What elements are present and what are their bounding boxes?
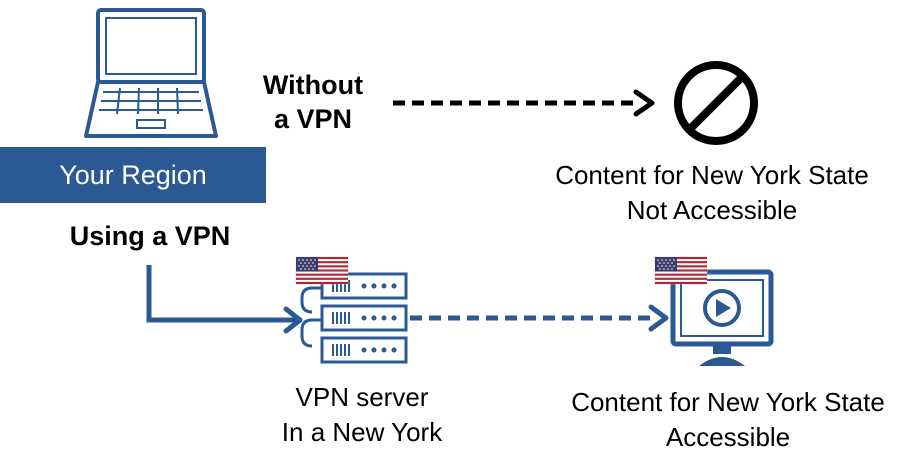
- vpn-server-line2: In a New York: [281, 417, 443, 447]
- without-vpn-line1: Without: [262, 70, 364, 100]
- without-vpn-arrow: [393, 89, 655, 117]
- accessible-caption: Content for New York State Accessible: [533, 385, 922, 455]
- accessible-line2: Accessible: [665, 422, 791, 452]
- prohibited-icon: [674, 61, 758, 145]
- vpn-server-caption: VPN server In a New York: [252, 380, 472, 450]
- your-region-label: Your Region: [59, 159, 207, 190]
- not-accessible-line2: Not Accessible: [626, 195, 798, 225]
- without-vpn-line2: a VPN: [273, 104, 353, 134]
- accessible-line1: Content for New York State: [571, 387, 885, 417]
- vpn-tunnel-arrow: [410, 304, 669, 332]
- us-flag-icon: [295, 256, 349, 285]
- us-flag-icon: [654, 256, 708, 285]
- monitor-play-icon: [670, 269, 774, 366]
- laptop-icon: [84, 8, 218, 138]
- your-region-box: Your Region: [0, 147, 266, 203]
- server-rack-icon: [300, 272, 408, 364]
- vpn-server-line1: VPN server: [295, 382, 429, 412]
- using-vpn-arrow: [146, 265, 303, 334]
- not-accessible-line1: Content for New York State: [555, 160, 869, 190]
- using-vpn-label: Using a VPN: [69, 221, 231, 251]
- without-vpn-label: Without a VPN: [238, 68, 388, 136]
- not-accessible-caption: Content for New York State Not Accessibl…: [517, 158, 907, 228]
